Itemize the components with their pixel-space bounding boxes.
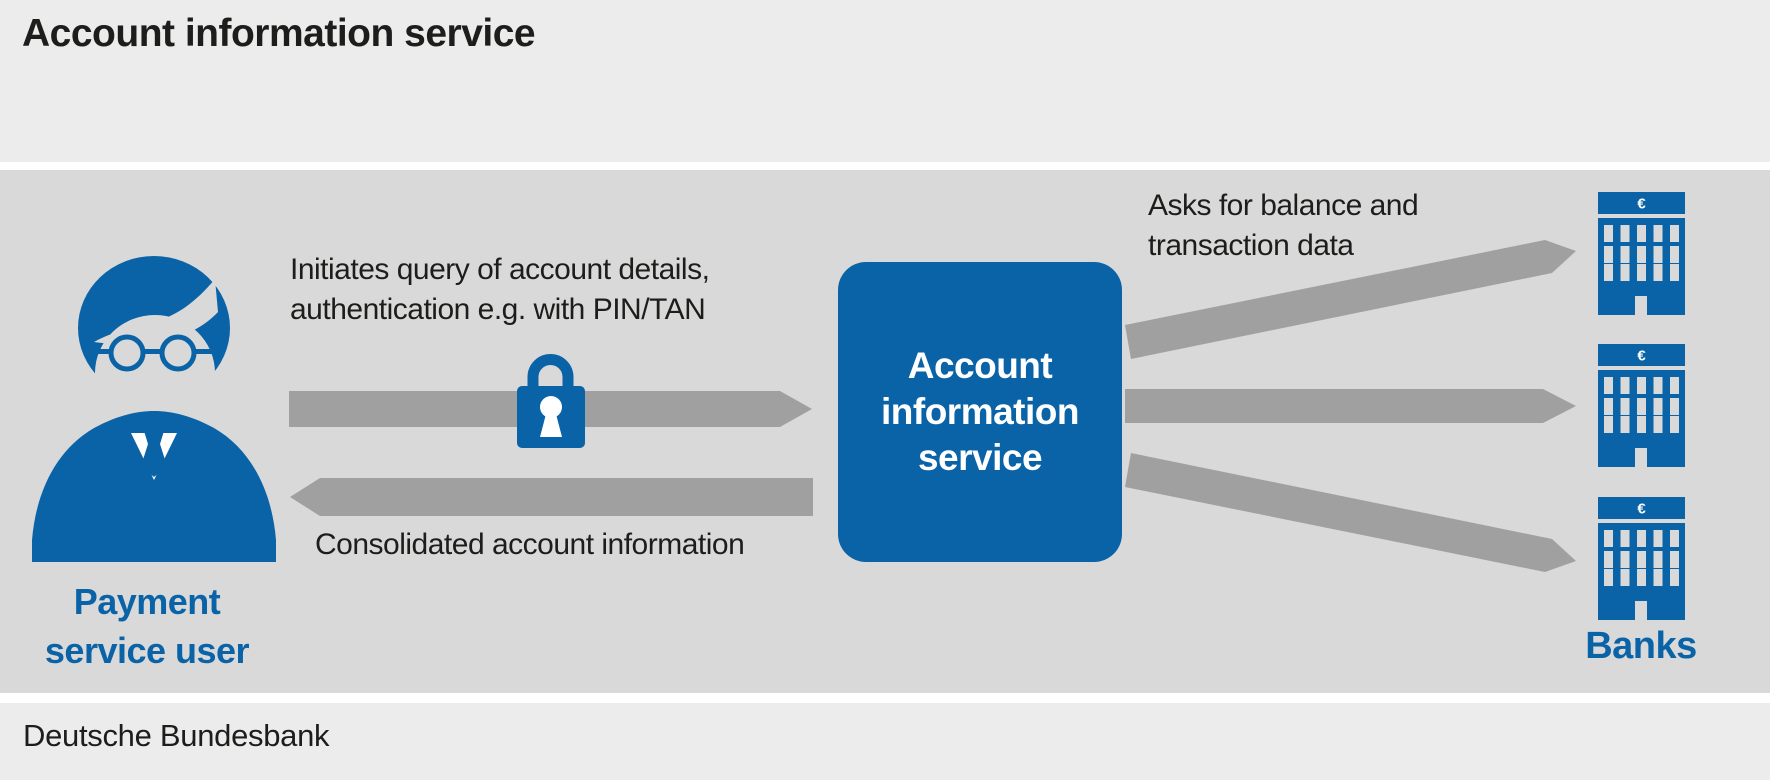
person-tie [141, 431, 167, 477]
footer-band [0, 703, 1770, 780]
payment-service-user-label: Payment service user [44, 581, 250, 671]
person-icon [32, 256, 276, 562]
bank-icon [1598, 192, 1685, 315]
arrow-consolidated-left [290, 478, 813, 516]
arrow-to-bank-bottom [1125, 453, 1576, 572]
arrow-to-bank-middle [1125, 389, 1576, 423]
account-information-service-label: Account information service [881, 345, 1079, 478]
page-title: Account information service [22, 12, 536, 55]
query-flow-label: Initiates query of account details, auth… [290, 253, 710, 326]
person-torso [32, 411, 276, 562]
bank-icon [1598, 344, 1685, 467]
glasses-icon [90, 334, 218, 372]
lock-icon [517, 354, 585, 448]
bank-request-flow-label: Asks for balance and transaction data [1148, 189, 1419, 262]
source-attribution: Deutsche Bundesbank [23, 718, 330, 753]
account-information-service-node: Account information service [838, 262, 1122, 562]
person-forehead [94, 279, 218, 345]
consolidated-flow-label: Consolidated account information [315, 528, 745, 561]
header-band [0, 0, 1770, 162]
bank-icon [1598, 497, 1685, 620]
arrow-to-bank-top [1125, 240, 1576, 359]
banks-label: Banks [1585, 625, 1697, 667]
